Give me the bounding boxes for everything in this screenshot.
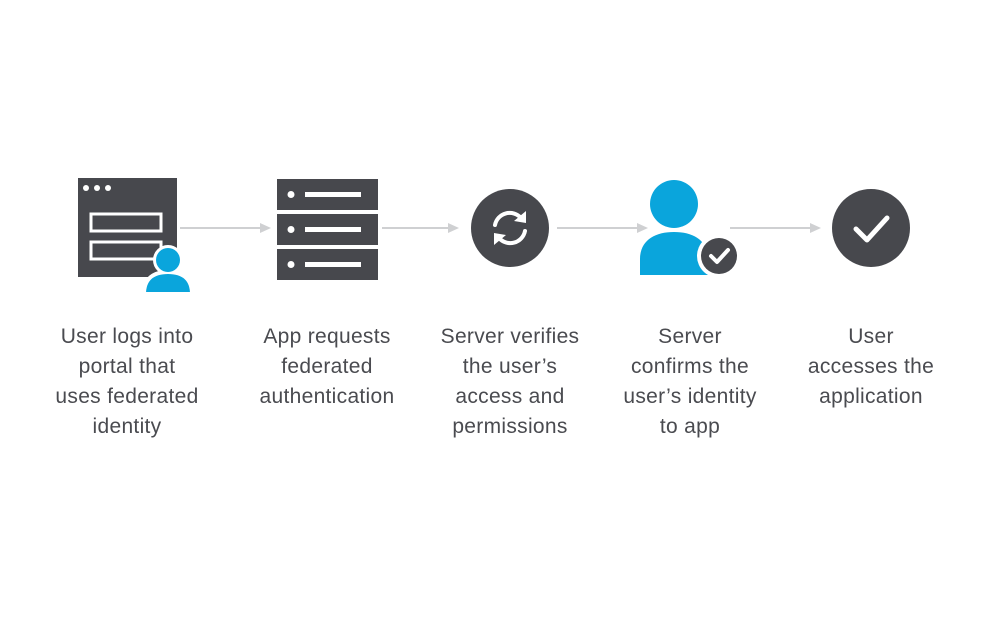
step-1-line-3: uses federated bbox=[55, 385, 199, 408]
step-3-line-3: access and bbox=[455, 385, 565, 408]
step-2-line-3: authentication bbox=[259, 385, 395, 408]
step-3-line-2: the user’s bbox=[462, 355, 558, 378]
step-2-line-2: federated bbox=[281, 355, 373, 378]
step-3-label: Server verifies the user’s access and pe… bbox=[415, 322, 605, 442]
server-stack-icon bbox=[277, 179, 378, 280]
step-2-line-1: App requests bbox=[263, 325, 391, 348]
step-1-line-2: portal that bbox=[78, 355, 176, 378]
step-5-line-3: application bbox=[819, 385, 923, 408]
step-1-line-1: User logs into bbox=[60, 325, 194, 348]
step-4-line-2: confirms the bbox=[631, 355, 749, 378]
user-check-icon bbox=[640, 180, 741, 278]
browser-user-icon bbox=[78, 178, 190, 294]
step-3-line-4: permissions bbox=[452, 415, 568, 438]
sync-circle-icon bbox=[471, 189, 549, 267]
step-4-line-1: Server bbox=[658, 325, 722, 348]
arrow-4-to-5 bbox=[730, 223, 821, 233]
step-1-label: User logs into portal that uses federate… bbox=[32, 322, 222, 442]
step-4-line-4: to app bbox=[659, 415, 721, 438]
step-2-label: App requests federated authentication bbox=[232, 322, 422, 412]
step-1-line-4: identity bbox=[92, 415, 162, 438]
step-5-line-2: accesses the bbox=[807, 355, 935, 378]
checkmark-circle-icon bbox=[832, 189, 910, 267]
step-5-label: User accesses the application bbox=[776, 322, 966, 412]
step-4-line-3: user’s identity bbox=[623, 385, 757, 408]
arrow-3-to-4 bbox=[557, 223, 648, 233]
step-4-label: Server confirms the user’s identity to a… bbox=[595, 322, 785, 442]
arrow-2-to-3 bbox=[382, 223, 459, 233]
step-3-line-1: Server verifies bbox=[440, 325, 580, 348]
step-5-line-1: User bbox=[848, 325, 894, 348]
arrow-1-to-2 bbox=[180, 223, 271, 233]
